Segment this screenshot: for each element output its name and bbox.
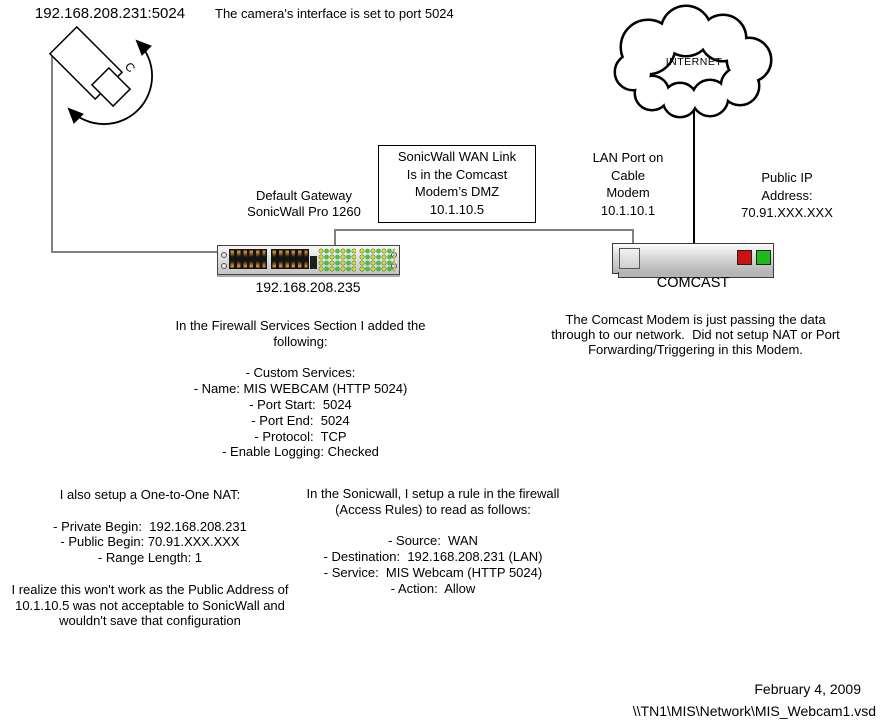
connector-camera-to-sonicwall: [51, 52, 217, 253]
wan-link-callout-box: SonicWall WAN Link Is in the Comcast Mod…: [378, 145, 536, 223]
comcast-modem-device: [612, 243, 774, 274]
camera-lens-label: C: [122, 59, 138, 75]
footer-file-path: \\TN1\MIS\Network\MIS_Webcam1.vsd: [632, 703, 876, 719]
led-panel: [318, 248, 356, 272]
modem-base: [618, 272, 774, 278]
led-panel: [359, 248, 395, 272]
ethernet-port-block: [229, 249, 267, 269]
camera-icon: [48, 25, 132, 108]
uplink-port: [310, 256, 317, 269]
access-rule-note: In the Sonicwall, I setup a rule in the …: [306, 486, 560, 596]
screw-icon: [221, 263, 227, 269]
screw-icon: [221, 252, 227, 258]
one-to-one-nat-note: I also setup a One-to-One NAT: - Private…: [11, 487, 289, 629]
camera-ip-label: 192.168.208.231:5024: [34, 5, 186, 22]
comcast-note: The Comcast Modem is just passing the da…: [551, 312, 840, 357]
comcast-label: COMCAST: [656, 275, 730, 291]
public-ip-label: Public IP Address: 70.91.XXX.XXX: [741, 170, 833, 220]
ethernet-port-block: [271, 249, 309, 269]
modem-green-lamp: [756, 250, 771, 265]
internet-label: INTERNET: [665, 56, 723, 68]
camera-port-note: The camera's interface is set to port 50…: [215, 6, 454, 21]
sonicwall-ip-label: 192.168.208.235: [255, 279, 361, 295]
modem-port-square: [619, 248, 640, 269]
footer-date: February 4, 2009: [754, 681, 861, 697]
sonicwall-device: [217, 245, 400, 275]
modem-red-lamp: [737, 250, 752, 265]
camera-rotation-arrow-icon: [67, 39, 153, 125]
firewall-services-note: In the Firewall Services Section I added…: [175, 318, 426, 460]
internet-cloud-icon: [613, 4, 773, 119]
connector-sonicwall-to-modem: [334, 229, 634, 246]
lan-port-label: LAN Port on Cable Modem 10.1.10.1: [592, 150, 664, 218]
sonicwall-title: Default Gateway SonicWall Pro 1260: [247, 188, 361, 219]
